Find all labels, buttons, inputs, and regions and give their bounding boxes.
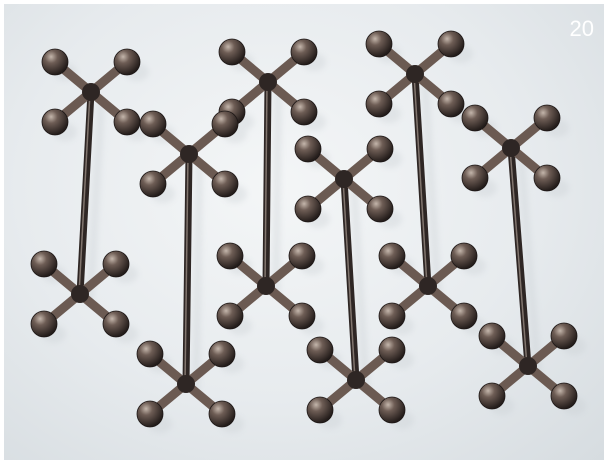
jack-ball (478, 322, 506, 350)
jack-head-center (335, 170, 353, 188)
jack-head-center (419, 277, 437, 295)
jack-head-center (71, 285, 89, 303)
jack-ball (306, 336, 334, 364)
jack-head-center (347, 371, 365, 389)
jack-ball (218, 38, 246, 66)
jack-ball (30, 310, 58, 338)
jack-ball (365, 90, 393, 118)
jack-ball (41, 48, 69, 76)
jack-ball (102, 310, 130, 338)
jack-ball (378, 302, 406, 330)
photo: 20 (4, 4, 604, 460)
jack-ball (366, 195, 394, 223)
jack-head-center (259, 73, 277, 91)
knife-rest (136, 110, 239, 428)
jack-ball (550, 322, 578, 350)
jack-ball (208, 340, 236, 368)
jack-ball (378, 336, 406, 364)
jack-ball (366, 135, 394, 163)
jack-head-center (177, 375, 195, 393)
jack-head-center (502, 139, 520, 157)
jack-head-center (180, 145, 198, 163)
jack-ball (216, 242, 244, 270)
jack-ball (208, 400, 236, 428)
knife-rest (365, 30, 478, 330)
jack-ball (437, 30, 465, 58)
jack-ball (139, 170, 167, 198)
jack-head-center (519, 357, 537, 375)
knife-rest (30, 48, 141, 338)
knife-rest-rod (340, 175, 360, 384)
jack-ball (533, 104, 561, 132)
jack-ball (478, 382, 506, 410)
jack-ball (136, 400, 164, 428)
jack-ball (450, 242, 478, 270)
jack-ball (113, 48, 141, 76)
jack-ball (378, 242, 406, 270)
jack-ball (461, 164, 489, 192)
jack-ball (216, 302, 244, 330)
jack-head-center (82, 83, 100, 101)
jack-ball (294, 135, 322, 163)
jack-ball (211, 170, 239, 198)
jack-ball (211, 110, 239, 138)
knife-rest-rod (182, 150, 193, 388)
jack-ball (30, 250, 58, 278)
page-number: 20 (569, 16, 594, 41)
knife-rest-rod (411, 70, 432, 290)
jack-ball (41, 108, 69, 136)
knife-rest-rod (507, 144, 532, 370)
jack-ball (461, 104, 489, 132)
jack-ball (139, 110, 167, 138)
jack-ball (102, 250, 130, 278)
knife-rest-rod (76, 88, 95, 298)
jack-ball (113, 108, 141, 136)
jack-ball (550, 382, 578, 410)
jack-ball (378, 396, 406, 424)
jack-ball (437, 90, 465, 118)
jack-ball (294, 195, 322, 223)
jack-ball (365, 30, 393, 58)
jack-head-center (406, 65, 424, 83)
jack-ball (533, 164, 561, 192)
knife-rest (461, 104, 578, 410)
jack-ball (290, 38, 318, 66)
knife-rest-rod (262, 78, 272, 290)
jack-ball (290, 98, 318, 126)
jack-ball (288, 302, 316, 330)
knife-rest (294, 135, 406, 424)
photo-scene (30, 30, 586, 433)
jack-ball (450, 302, 478, 330)
jack-head-center (257, 277, 275, 295)
jack-ball (288, 242, 316, 270)
jack-ball (306, 396, 334, 424)
jack-ball (136, 340, 164, 368)
knife-rest (216, 38, 318, 330)
